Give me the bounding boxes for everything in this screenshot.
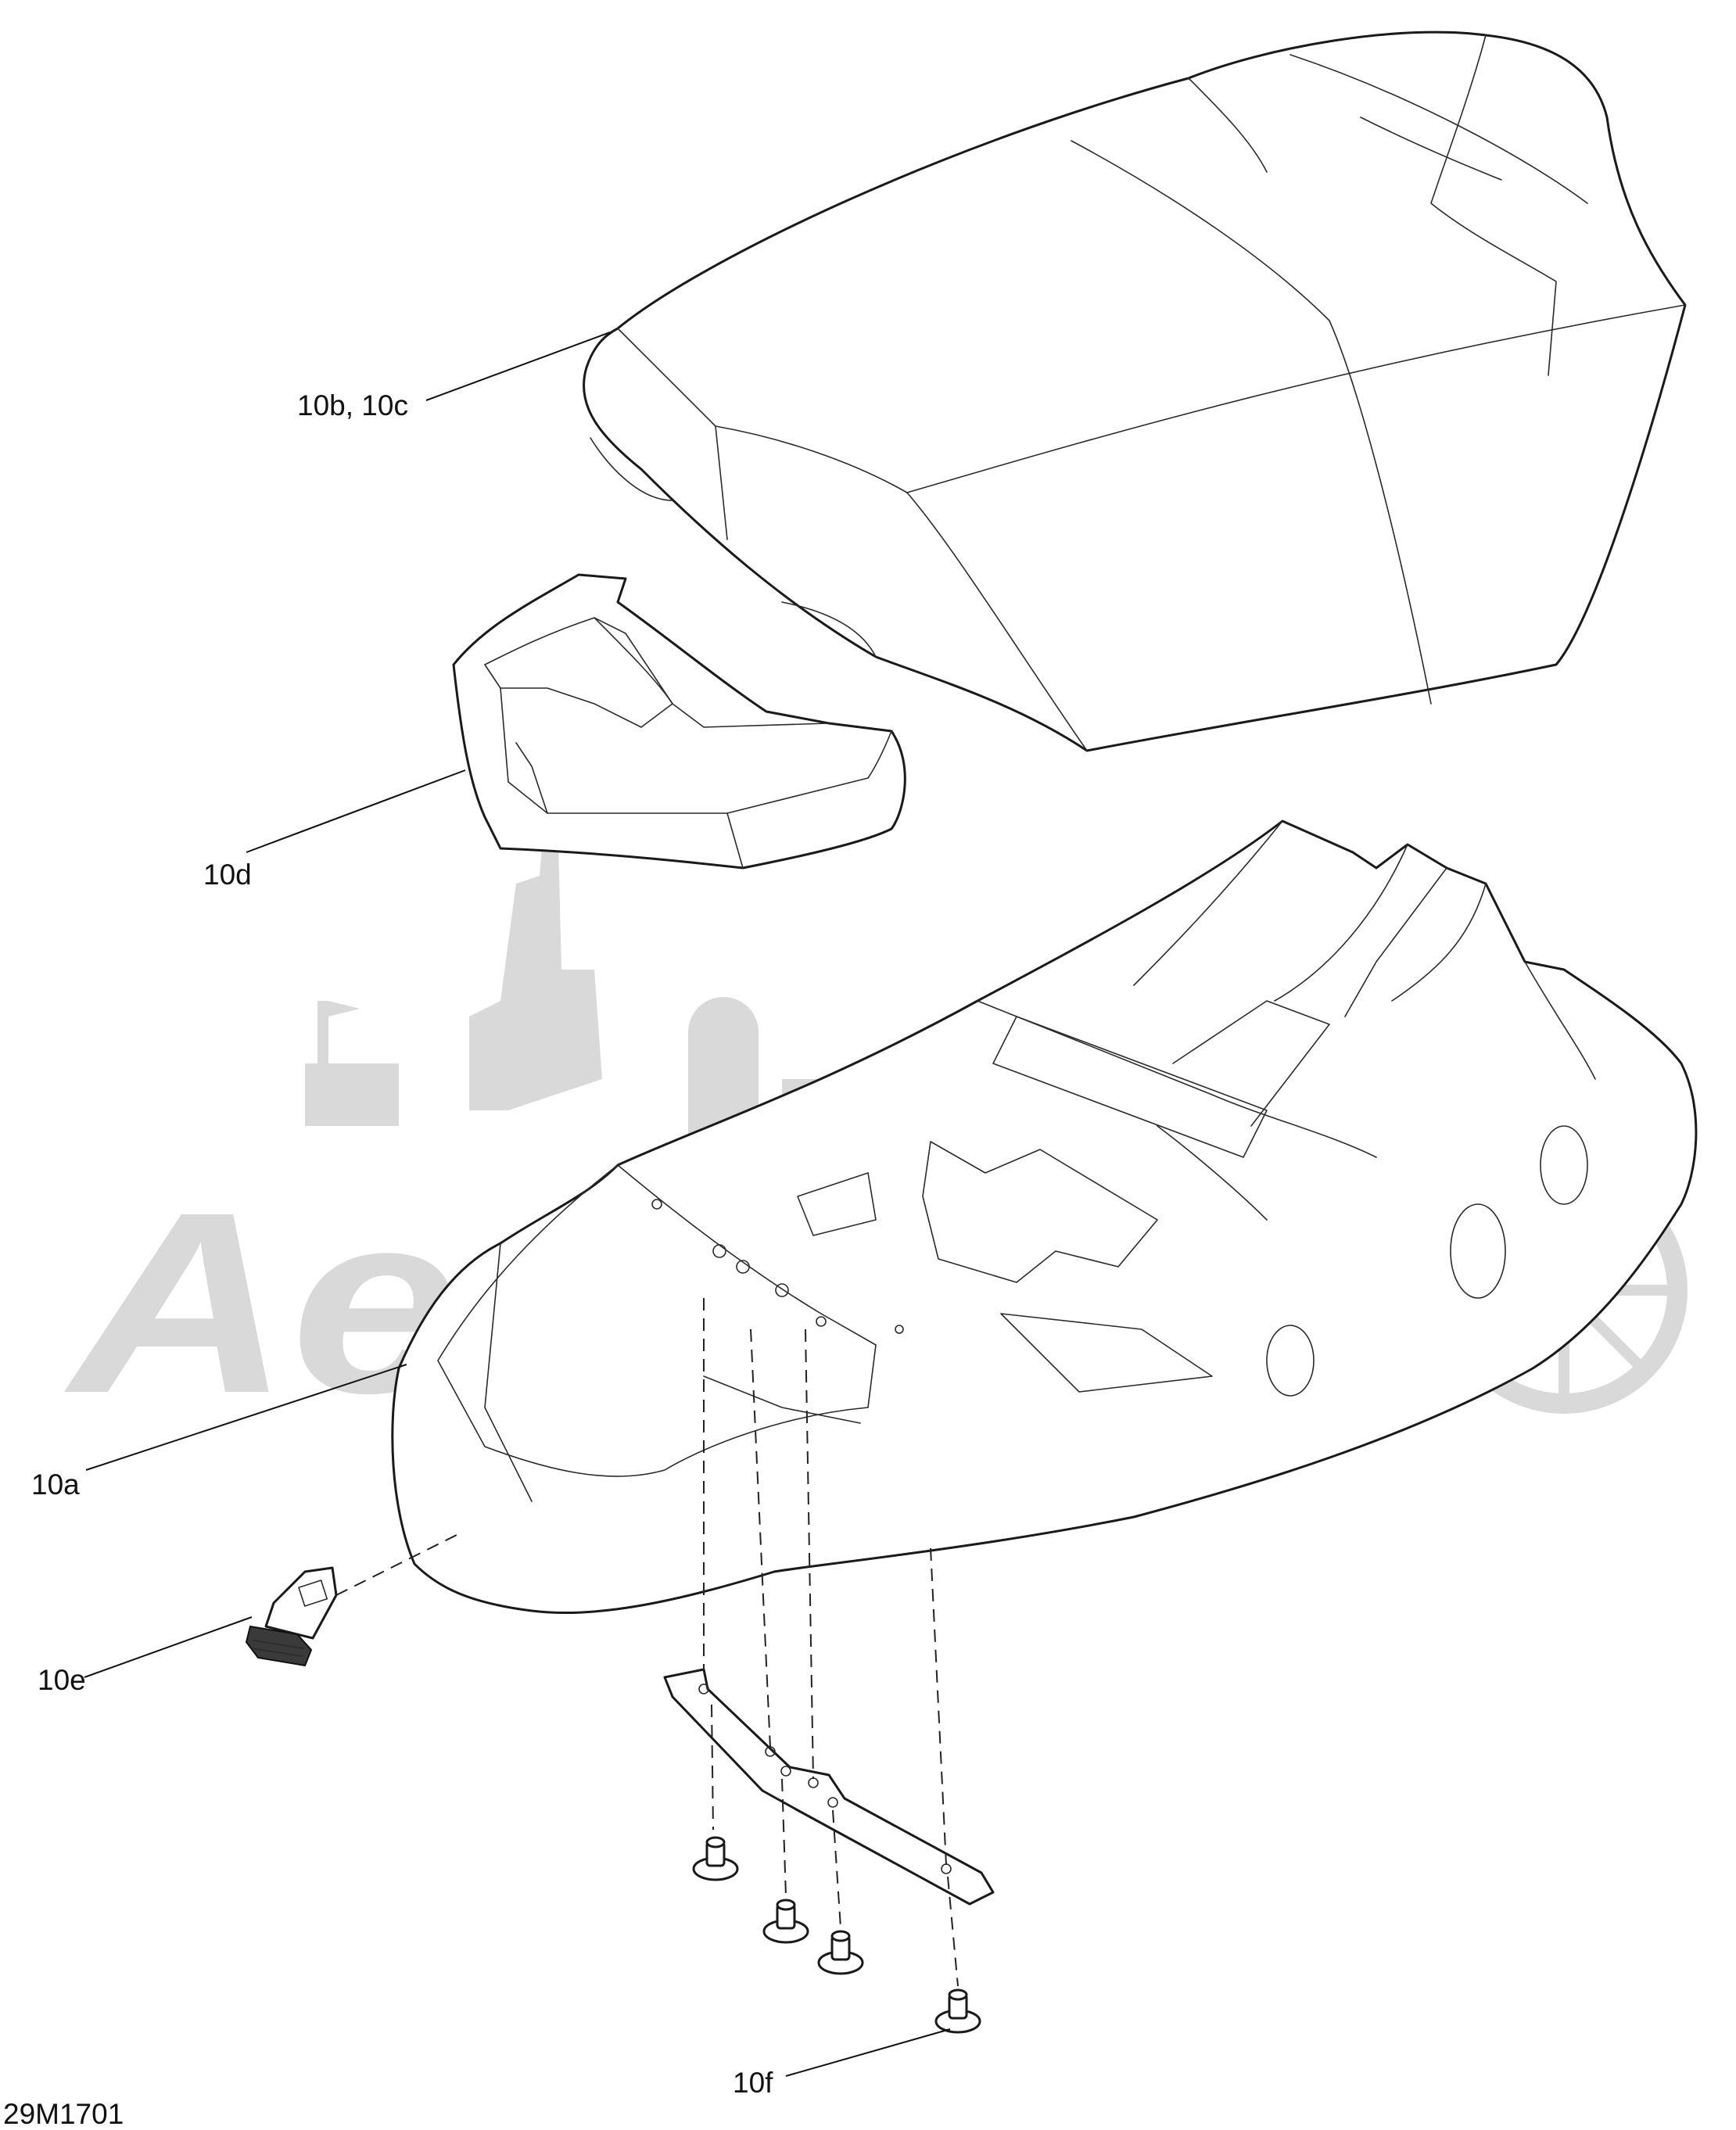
fastener-group: [692, 1836, 981, 2034]
storage-tray-part: [452, 573, 906, 870]
fastener-2: [762, 1899, 809, 1944]
seat-base-part: [391, 819, 1698, 1615]
callout-seat-cover: 10b, 10c: [297, 389, 408, 421]
callout-fasteners: 10f: [733, 2067, 773, 2099]
callout-storage-tray: 10d: [203, 859, 252, 891]
drawing-number: 29M1701: [3, 2098, 124, 2130]
seat-cover-part: [583, 30, 1687, 752]
bracket-part: [663, 1668, 995, 1906]
fastener-1: [692, 1836, 739, 1881]
fastener-4: [934, 1988, 981, 2034]
latch-part: [245, 1566, 338, 1667]
fastener-3: [817, 1930, 864, 1975]
callout-latch: 10e: [38, 1664, 86, 1696]
assembly-lines: [335, 1298, 959, 1987]
callout-seat-base: 10a: [31, 1468, 80, 1501]
leader-lines: [84, 332, 951, 2077]
